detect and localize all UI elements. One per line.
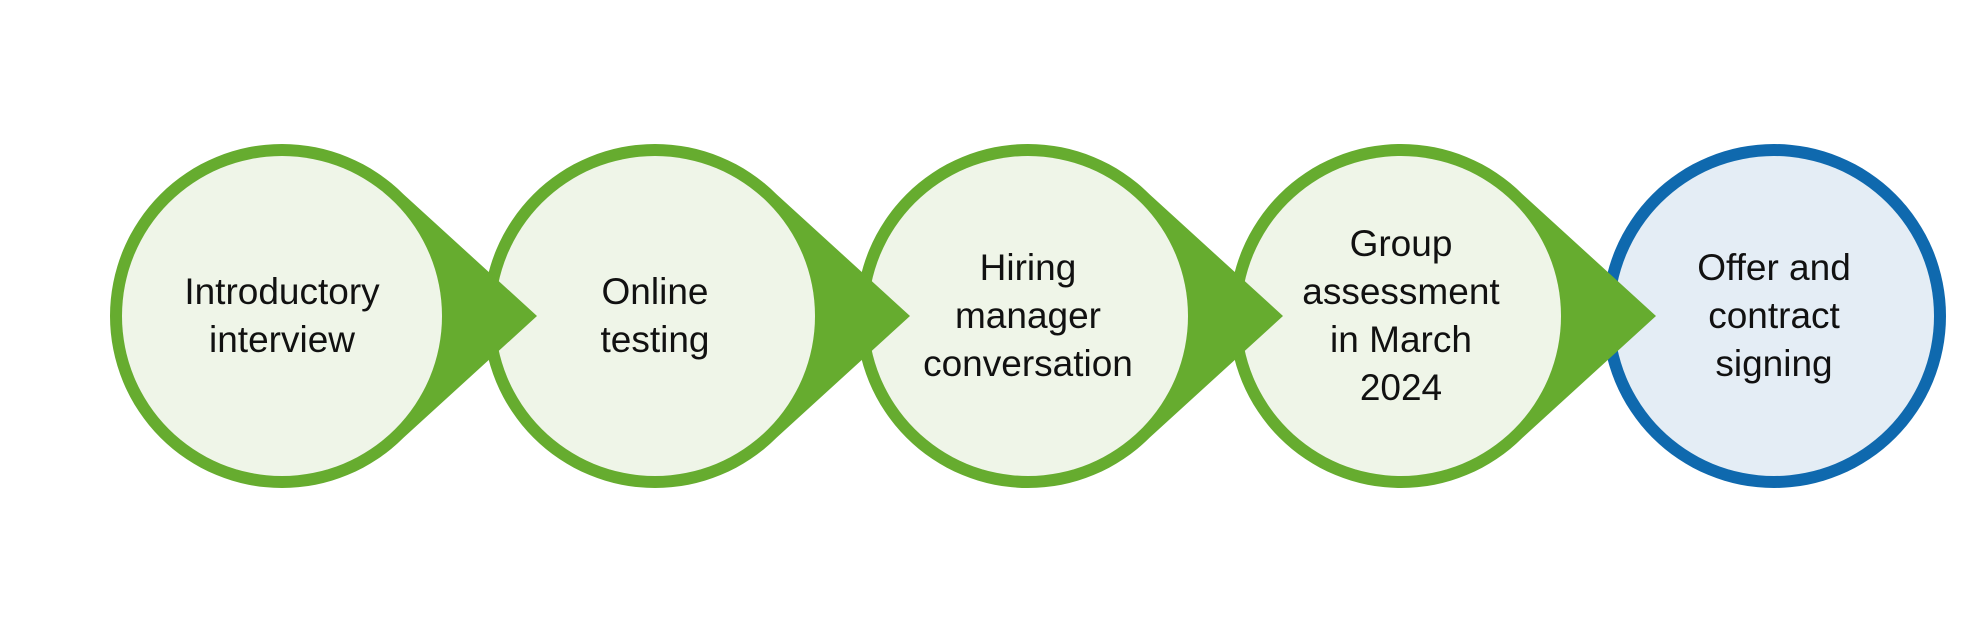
step-2-circle xyxy=(495,156,815,476)
step-1-label: Introductory interview xyxy=(184,271,380,360)
step-2-shape xyxy=(483,143,910,488)
step-5-circle xyxy=(1614,156,1934,476)
step-4-shape xyxy=(1228,143,1656,488)
step-1-circle xyxy=(122,156,442,476)
step-5-label: Offer and contract signing xyxy=(1697,247,1851,384)
step-4-label: Group assessment in March 2024 xyxy=(1302,223,1500,408)
step-5-shape xyxy=(1602,144,1946,488)
step-3-circle xyxy=(868,156,1188,476)
step-3-label: Hiring manager conversation xyxy=(923,247,1133,384)
step-3-shape xyxy=(855,143,1283,489)
step-1-shape xyxy=(110,143,537,488)
step-2-label: Online testing xyxy=(600,271,710,360)
step-4-circle xyxy=(1241,156,1561,476)
